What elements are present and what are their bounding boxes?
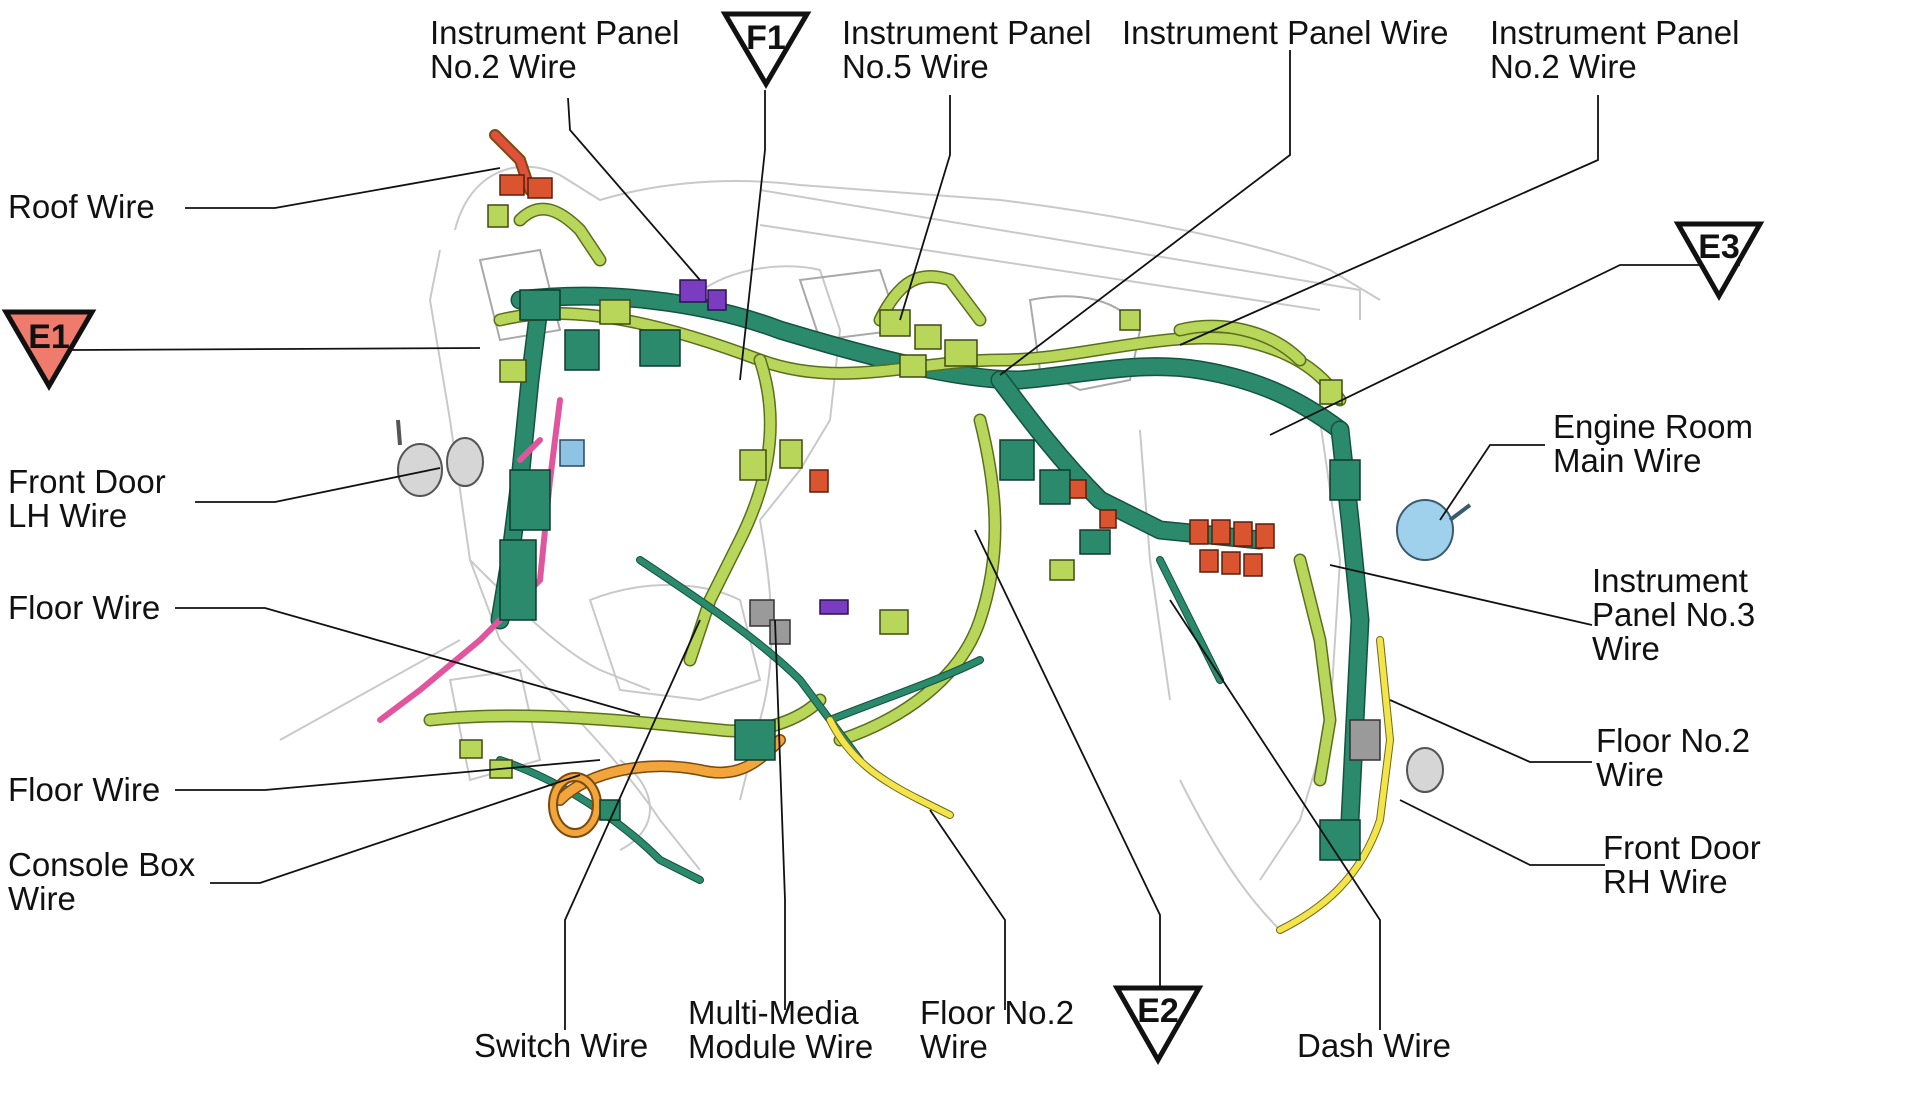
ground-point-e1: E1 (1, 309, 97, 391)
ground-f1-label: F1 (746, 19, 786, 57)
label-switch-wire: Switch Wire (474, 1027, 649, 1064)
label-instrument-panel-no2-wire-right: Instrument Panel No.2 Wire (1490, 14, 1740, 85)
ground-e3-triangle (1673, 221, 1765, 302)
ground-e1-triangle (1, 309, 97, 391)
ground-e1-label: E1 (28, 318, 70, 356)
floor-no2-harness-yellow (826, 636, 1395, 934)
label-instrument-panel-no5-wire: Instrument Panel No.5 Wire (842, 14, 1092, 85)
label-instrument-panel-no3-wire: Instrument Panel No.3 Wire (1592, 562, 1756, 667)
dashboard-outline (279, 165, 1381, 931)
label-instrument-panel-no2-wire-left: Instrument Panel No.2 Wire (430, 14, 680, 85)
label-engine-room-main-wire: Engine Room Main Wire (1553, 408, 1753, 479)
label-floor-wire-upper: Floor Wire (8, 589, 161, 626)
label-roof-wire: Roof Wire (8, 188, 155, 225)
grommets (396, 419, 1472, 793)
roof-wire-harness (489, 129, 536, 196)
ground-e2-label: E2 (1137, 992, 1179, 1030)
label-dash-wire: Dash Wire (1297, 1027, 1452, 1064)
label-instrument-panel-wire: Instrument Panel Wire (1122, 14, 1449, 51)
ground-e3-label: E3 (1698, 228, 1740, 266)
label-front-door-rh-wire: Front Door RH Wire (1603, 829, 1761, 900)
ground-point-e3: E3 (1673, 221, 1765, 302)
label-front-door-lh-wire: Front Door LH Wire (8, 463, 166, 534)
ground-point-e2: E2 (1112, 985, 1204, 1066)
ground-f1-triangle (720, 11, 812, 89)
label-floor-no2-wire-right: Floor No.2 Wire (1596, 722, 1751, 793)
ground-e2-triangle (1112, 985, 1204, 1066)
label-console-box-wire: Console Box Wire (8, 846, 196, 917)
label-floor-wire-lower: Floor Wire (8, 771, 161, 808)
ground-point-f1: F1 (720, 11, 812, 89)
label-multi-media-module-wire: Multi-Media Module Wire (688, 994, 874, 1065)
label-floor-no2-wire-bottom: Floor No.2 Wire (920, 994, 1075, 1065)
leader-lines (69, 50, 1740, 1030)
